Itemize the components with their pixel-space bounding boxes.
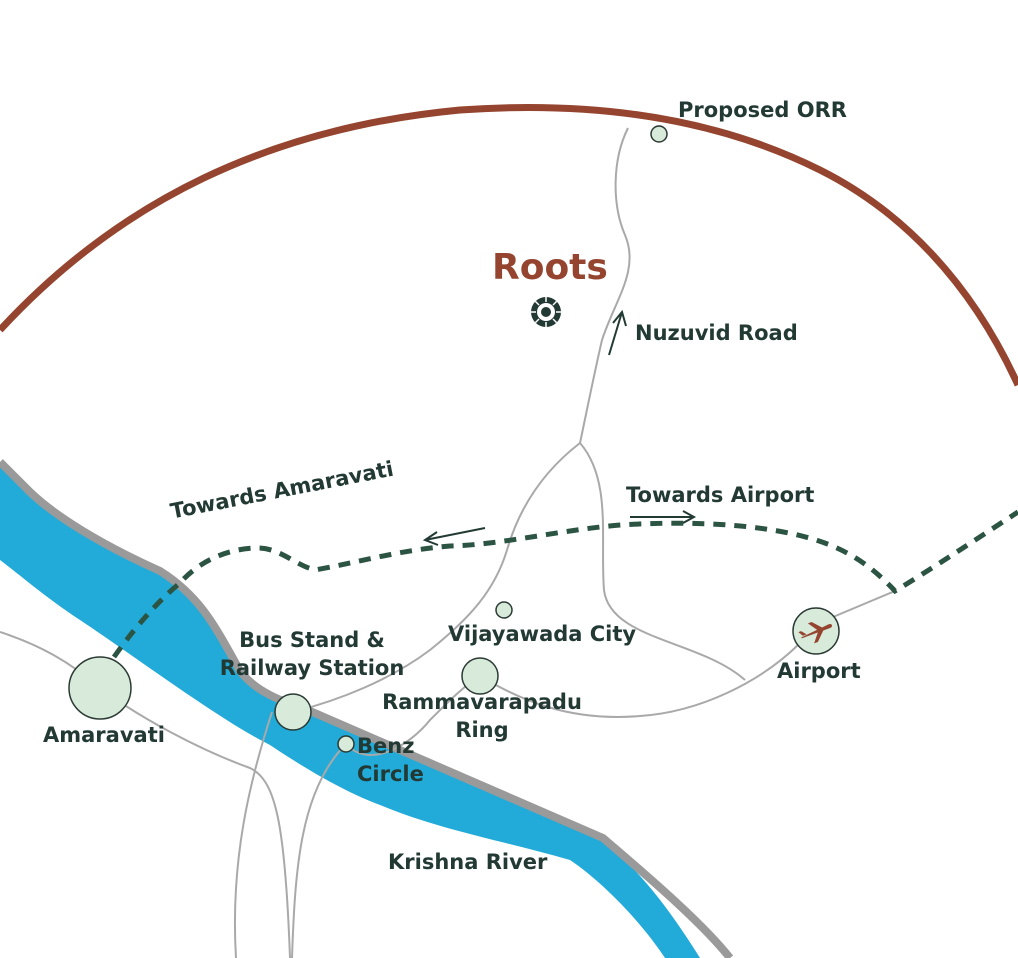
bus-stand-label: Bus Stand & Railway Station: [212, 626, 412, 682]
towards-airport-label: Towards Airport: [626, 483, 815, 507]
arrow-icon: [608, 309, 627, 356]
vijayawada-city-node: [495, 601, 513, 619]
road-network: [0, 127, 896, 958]
rammavarapadu-label: Rammavarapadu Ring: [382, 688, 582, 744]
road-ring-east: [479, 644, 799, 718]
airplane-icon: [798, 621, 833, 644]
road-right-branch: [579, 442, 746, 681]
benz-circle-label-line2: Circle: [357, 762, 424, 786]
bus-stand-label-line2: Railway Station: [219, 656, 405, 680]
direction-arrows: [422, 309, 697, 546]
proposed-orr-ring: [0, 104, 1018, 387]
benz-circle-label-line1: Benz: [357, 734, 415, 758]
road-south-1: [233, 711, 273, 958]
krishna-river-label: Krishna River: [388, 850, 548, 874]
road-airport-east: [832, 590, 896, 618]
rammavarapadu-node: [461, 657, 499, 695]
bus-stand-node: [274, 693, 312, 731]
roots-logo-icon: [531, 297, 561, 327]
bus-stand-label-line1: Bus Stand &: [239, 628, 385, 652]
river-bank: [0, 459, 734, 958]
rammavarapadu-label-line1: Rammavarapadu: [382, 690, 582, 714]
proposed-orr-node: [650, 125, 668, 143]
rammavarapadu-label-line2: Ring: [455, 718, 509, 742]
benz-circle-node: [337, 735, 355, 753]
nuzuvid-road-label: Nuzuvid Road: [635, 321, 798, 345]
vijayawada-city-label: Vijayawada City: [448, 622, 637, 646]
amaravati-node: [68, 656, 132, 720]
road-amaravati-west: [0, 631, 291, 958]
nuzuvid-road-line: [579, 127, 631, 444]
proposed-orr-label: Proposed ORR: [678, 98, 847, 122]
arrow-icon: [630, 510, 697, 524]
road-south-2: [291, 743, 347, 958]
benz-circle-label: Benz Circle: [357, 732, 424, 788]
airport-label: Airport: [777, 659, 861, 683]
amaravati-label: Amaravati: [43, 723, 165, 747]
project-title: Roots: [492, 247, 608, 288]
road-left-branch: [292, 442, 581, 713]
map-nodes: [68, 125, 840, 753]
arrow-icon: [422, 527, 486, 546]
